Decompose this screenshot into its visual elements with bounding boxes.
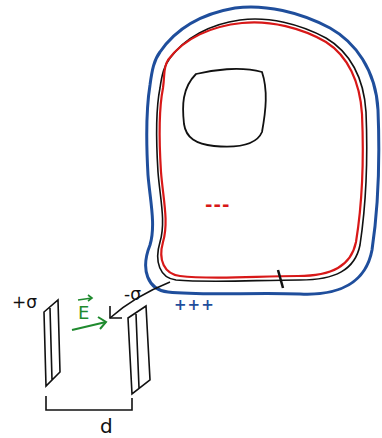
distance-label: d xyxy=(100,416,113,436)
cavity xyxy=(183,69,266,147)
plate-charge: -σ xyxy=(124,286,141,303)
arrow-head xyxy=(110,306,122,318)
conductor-surface xyxy=(157,19,367,281)
surface-charge: +++ xyxy=(174,298,215,313)
induced-charge: --- xyxy=(205,196,230,214)
zoom-arrow xyxy=(110,282,170,318)
conductor-outline xyxy=(146,7,379,294)
field-label: E xyxy=(78,304,89,322)
positive-plate xyxy=(44,300,60,386)
thickness-tick xyxy=(278,270,283,288)
field-vector-head xyxy=(88,295,92,301)
distance-bracket xyxy=(46,396,132,410)
plate-charge: +σ xyxy=(12,294,37,311)
charge-layer xyxy=(160,22,363,277)
field-arrow-head xyxy=(98,317,106,329)
negative-plate xyxy=(128,306,150,394)
